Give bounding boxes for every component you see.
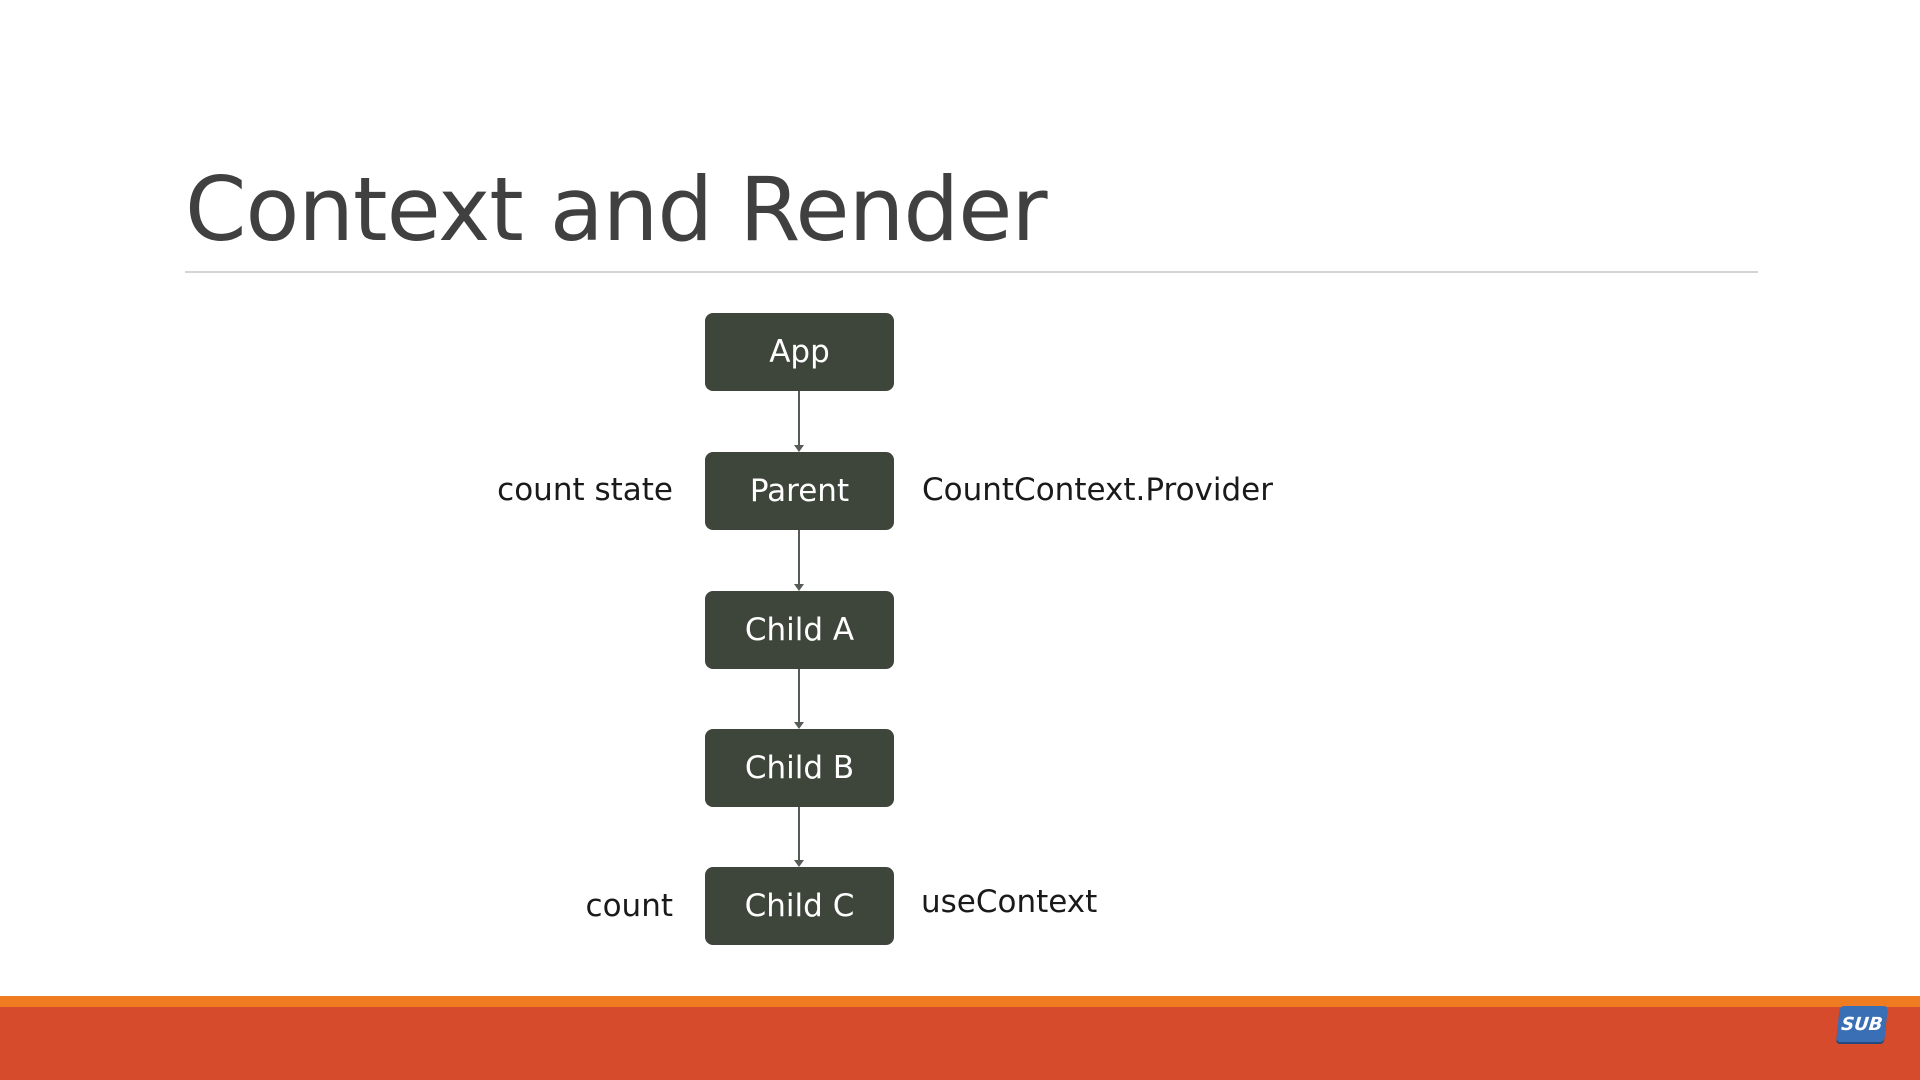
node-child-a: Child A [705, 591, 894, 669]
footer-accent-stripe [0, 996, 1920, 1007]
connector-child-a-child-b [798, 669, 800, 722]
node-parent: Parent [705, 452, 894, 530]
node-child-c: Child C [705, 867, 894, 945]
connector-app-parent [798, 391, 800, 445]
node-app: App [705, 313, 894, 391]
annotation-count: count [585, 888, 673, 924]
footer-bar [0, 1007, 1920, 1080]
annotation-count-state: count state [497, 472, 673, 508]
arrow-parent-child-a-icon [794, 584, 804, 591]
arrow-child-b-child-c-icon [794, 860, 804, 867]
node-child-b: Child B [705, 729, 894, 807]
arrow-child-a-child-b-icon [794, 722, 804, 729]
annotation-count-context-provider: CountContext.Provider [922, 472, 1273, 508]
arrow-app-parent-icon [794, 445, 804, 452]
connector-parent-child-a [798, 530, 800, 584]
title-divider [185, 271, 1758, 273]
slide-title: Context and Render [185, 158, 1048, 261]
connector-child-b-child-c [798, 807, 800, 860]
annotation-use-context: useContext [921, 884, 1098, 920]
sub-badge-icon[interactable]: SUB [1836, 1006, 1888, 1042]
